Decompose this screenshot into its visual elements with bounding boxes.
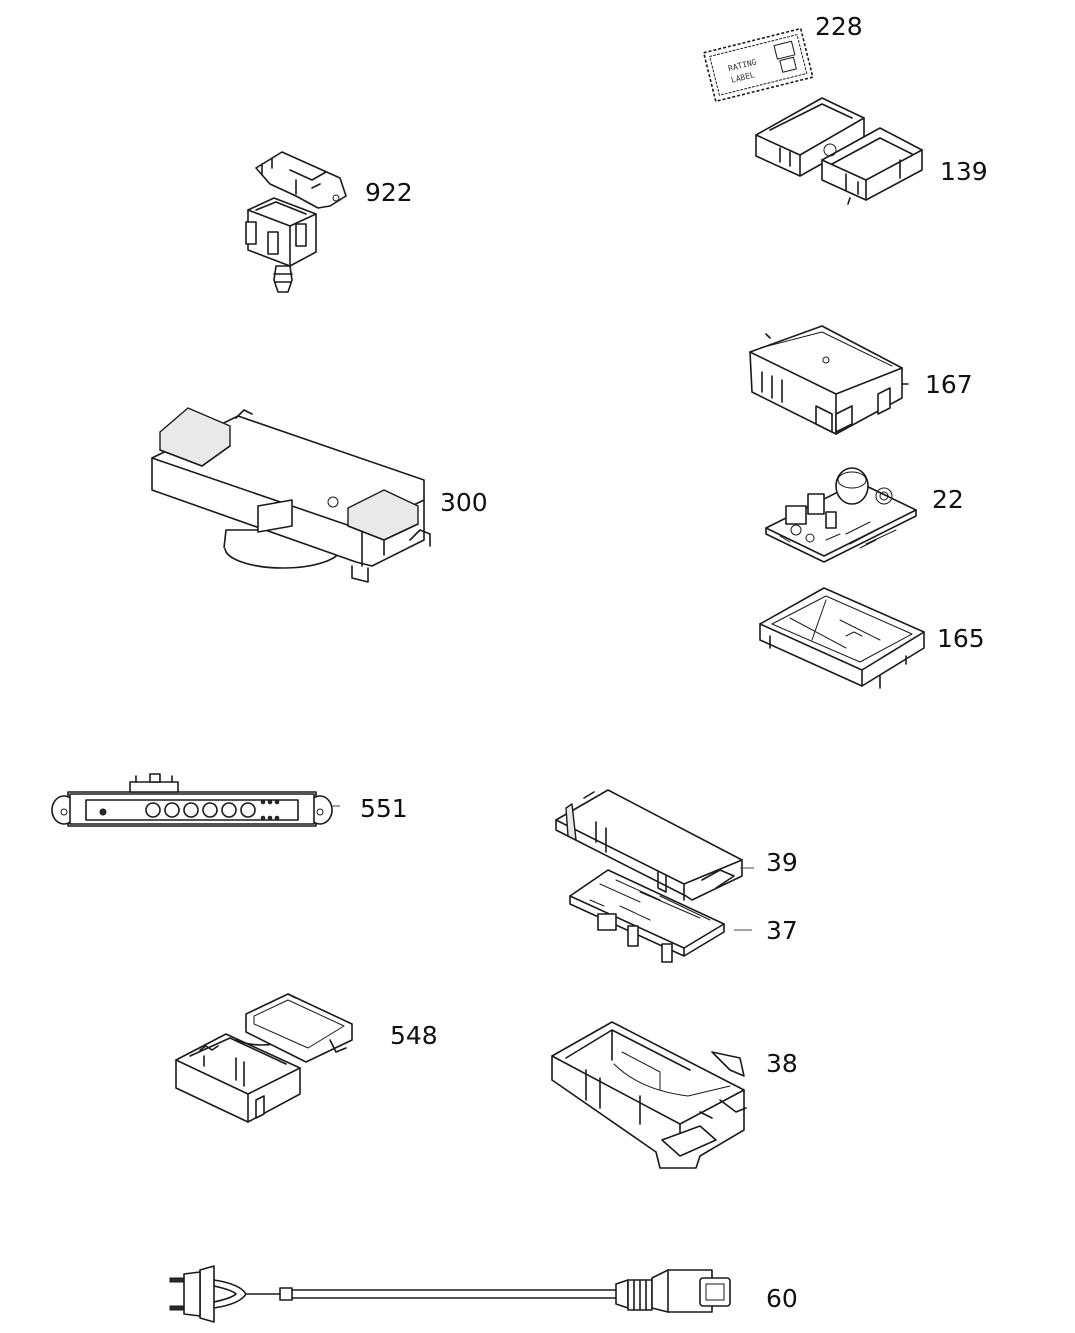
part-38-housing-base[interactable] bbox=[551, 1021, 747, 1169]
part-39-module-cover[interactable] bbox=[555, 789, 754, 901]
part-167-module-housing[interactable] bbox=[749, 325, 909, 435]
part-number-39: 39 bbox=[766, 848, 798, 877]
part-number-228: 228 bbox=[815, 12, 863, 41]
part-number-38: 38 bbox=[766, 1049, 798, 1078]
part-number-165: 165 bbox=[937, 624, 985, 653]
part-22-circuit-board[interactable] bbox=[765, 467, 917, 563]
part-number-37: 37 bbox=[766, 916, 798, 945]
part-number-167: 167 bbox=[925, 370, 973, 399]
part-number-300: 300 bbox=[440, 488, 488, 517]
part-548-terminal-box[interactable] bbox=[175, 993, 353, 1123]
part-551-control-panel[interactable] bbox=[51, 773, 340, 827]
part-139-terminal-cover[interactable] bbox=[755, 97, 923, 205]
part-300-control-box[interactable] bbox=[151, 407, 431, 583]
part-number-548: 548 bbox=[390, 1021, 438, 1050]
part-37-circuit-board[interactable] bbox=[569, 869, 752, 963]
part-60-power-cord[interactable] bbox=[169, 1265, 731, 1323]
part-number-139: 139 bbox=[940, 157, 988, 186]
part-number-551: 551 bbox=[360, 794, 408, 823]
part-165-housing-base[interactable] bbox=[759, 587, 925, 689]
part-number-922: 922 bbox=[365, 178, 413, 207]
part-922-sensor-housing[interactable] bbox=[245, 151, 347, 293]
part-number-22: 22 bbox=[932, 485, 964, 514]
part-228-rating-label[interactable]: RATING LABEL bbox=[702, 27, 814, 103]
part-number-60: 60 bbox=[766, 1284, 798, 1313]
